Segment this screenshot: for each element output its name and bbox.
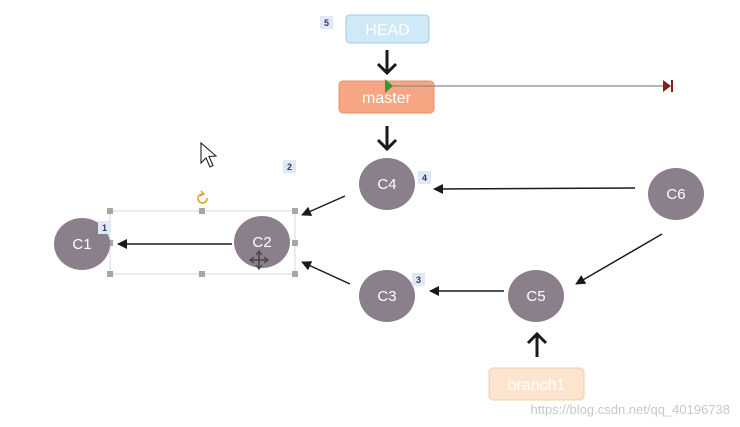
commit-c3[interactable]: C3 (359, 270, 415, 322)
move-cursor-icon (249, 250, 269, 270)
svg-text:5: 5 (324, 18, 329, 28)
commit-c5[interactable]: C5 (508, 270, 564, 322)
resize-handle-ne[interactable] (292, 208, 298, 214)
commit-c5-circle (508, 270, 564, 322)
animation-badge-3[interactable]: 3 (412, 273, 425, 286)
watermark-text: https://blog.csdn.net/qq_40196738 (531, 402, 731, 417)
master-to-c4-arrow (376, 126, 398, 152)
motion-path-track[interactable] (385, 79, 673, 93)
svg-text:4: 4 (422, 173, 427, 183)
branch1-label-box (488, 367, 585, 401)
animation-badge-2[interactable]: 2 (283, 160, 296, 173)
resize-handle-e[interactable] (292, 240, 298, 246)
commit-c4-label: C4 (377, 176, 396, 193)
svg-text:3: 3 (416, 275, 421, 285)
commit-c1[interactable]: C1 (54, 218, 110, 270)
commit-c4[interactable]: C4 (359, 158, 415, 210)
rotate-handle-icon[interactable] (197, 190, 208, 204)
head-label[interactable]: HEAD (345, 14, 430, 44)
commit-c3-label: C3 (377, 288, 396, 305)
head-to-master-arrow (376, 50, 398, 76)
svg-text:2: 2 (287, 162, 292, 172)
c6-to-c4-arrow (433, 183, 636, 194)
motion-path-start-icon[interactable] (385, 79, 393, 93)
resize-handle-nw[interactable] (107, 208, 113, 214)
head-label-box (345, 14, 430, 44)
commit-c5-label: C5 (526, 288, 545, 305)
commit-c1-label: C1 (72, 236, 91, 253)
commit-c1-circle (54, 218, 110, 270)
commit-c6-label: C6 (666, 186, 685, 203)
branch1-label[interactable]: branch1 (488, 367, 585, 401)
master-label-text: master (362, 90, 412, 107)
resize-handle-sw[interactable] (107, 271, 113, 277)
branch1-label-text: branch1 (508, 377, 566, 394)
resize-handle-se[interactable] (292, 271, 298, 277)
c4-to-c2-arrow (301, 195, 346, 216)
commit-c2-label: C2 (252, 234, 271, 251)
commit-c3-circle (359, 270, 415, 322)
commit-c6-circle (648, 168, 704, 220)
resize-handle-n[interactable] (199, 208, 205, 214)
animation-badge-1[interactable]: 1 (98, 221, 111, 234)
motion-path-end-icon[interactable] (663, 80, 671, 92)
c6-to-c5-arrow (575, 233, 663, 285)
svg-text:1: 1 (102, 223, 107, 233)
resize-handle-w[interactable] (107, 240, 113, 246)
commit-c2-circle (234, 216, 290, 268)
resize-handle-s[interactable] (199, 271, 205, 277)
c3-to-c2-arrow (301, 261, 351, 285)
head-label-text: HEAD (365, 22, 409, 39)
commit-c4-circle (359, 158, 415, 210)
branch1-to-c5-arrow (526, 331, 548, 357)
commit-c6[interactable]: C6 (648, 168, 704, 220)
commit-c2[interactable]: C2 (234, 216, 290, 268)
animation-badge-5[interactable]: 5 (320, 16, 333, 29)
selection-frame[interactable] (107, 190, 298, 277)
animation-badge-4[interactable]: 4 (418, 171, 431, 184)
mouse-pointer-icon (200, 141, 218, 168)
